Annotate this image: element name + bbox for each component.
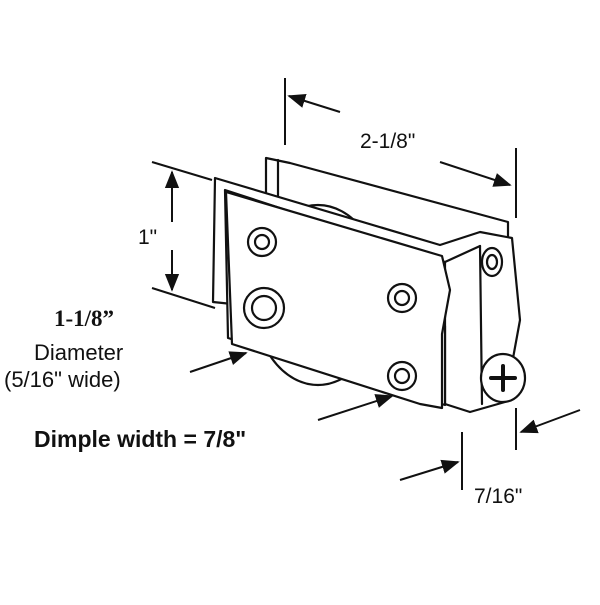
ext-height-top: [151, 161, 213, 181]
height-dimension-label: 1": [138, 226, 158, 249]
wheel-width-note: (5/16" wide): [4, 367, 121, 392]
side-hole: [480, 246, 504, 278]
dim-arrow-depth-right: [519, 409, 581, 434]
leader-wheel: [189, 351, 248, 373]
ext-height-bottom: [151, 287, 216, 309]
dim-arrow-length-right: [439, 161, 512, 187]
length-dimension-label: 2-1/8": [360, 130, 416, 153]
wheel-diameter-label: Diameter: [34, 340, 124, 365]
adjustment-screw-icon: [479, 352, 527, 404]
dim-arrow-depth-left: [399, 459, 460, 481]
rivet-bottom-right: [386, 360, 418, 392]
rivet-top-left: [246, 226, 278, 258]
depth-dimension-label: 7/16": [474, 485, 523, 508]
axle-bushing: [242, 286, 286, 330]
leader-dimple: [317, 394, 394, 421]
dimple-width-label: Dimple width = 7/8": [34, 426, 247, 452]
front-plate: [224, 190, 452, 410]
dim-arrow-length-left: [287, 93, 341, 113]
rivet-top-right: [386, 282, 418, 314]
wheel-size-label: 1-1/8”: [54, 306, 115, 331]
housing-top-edge: [443, 244, 482, 264]
